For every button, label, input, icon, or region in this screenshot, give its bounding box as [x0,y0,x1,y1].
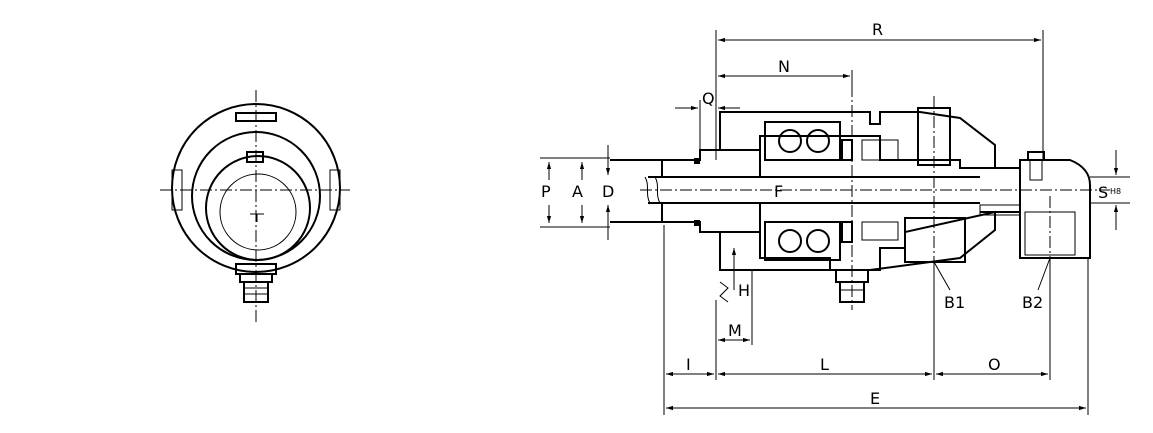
dimension-labels: R N Q P A D F S H8 H M I L O E B1 B2 [541,20,1121,408]
label-Q: Q [702,89,715,108]
label-S: S [1098,183,1108,202]
label-H: H [738,281,750,300]
label-N: N [778,57,790,76]
label-I: I [686,355,691,374]
label-D: D [602,182,614,201]
section-view [610,85,1110,310]
label-O: O [988,355,1001,374]
label-S-tolerance: H8 [1110,187,1121,196]
label-A: A [572,182,583,201]
dimension-lines [540,30,1130,415]
label-B1: B1 [944,293,965,312]
label-F: F [774,182,783,201]
label-B2: B2 [1022,293,1043,312]
label-M: M [728,321,742,340]
label-E: E [870,389,880,408]
label-R: R [872,20,883,39]
label-L: L [820,355,829,374]
end-view [160,90,350,322]
label-P: P [541,182,551,201]
